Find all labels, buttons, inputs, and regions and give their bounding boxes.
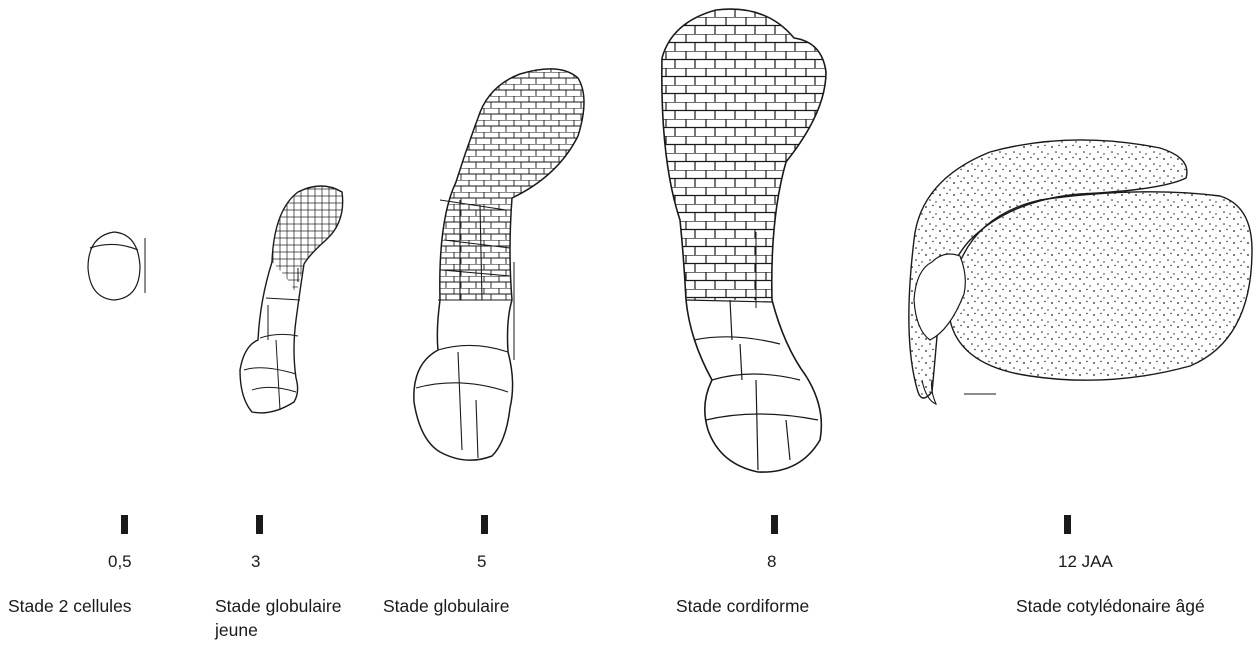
embryo-cordiform xyxy=(650,0,840,472)
embryo-development-diagram xyxy=(0,0,1259,500)
stage-label-4: Stade cordiforme xyxy=(676,594,876,618)
day-label-3: 5 xyxy=(477,552,486,572)
stage-label-3: Stade globulaire xyxy=(383,594,583,618)
stage-label-1: Stade 2 cellules xyxy=(8,594,198,618)
day-label-5: 12 JAA xyxy=(1058,552,1113,572)
day-label-4: 8 xyxy=(767,552,776,572)
stage-label-5: Stade cotylédonaire âgé xyxy=(1016,594,1256,618)
embryo-globular xyxy=(414,60,600,460)
embryo-two-cell xyxy=(88,232,140,300)
embryo-young-globular xyxy=(240,180,360,413)
embryo-cotyledonary xyxy=(909,140,1252,404)
day-label-1: 0,5 xyxy=(108,552,132,572)
stage-marker-5 xyxy=(1064,515,1071,534)
stage-marker-2 xyxy=(256,515,263,534)
stage-marker-4 xyxy=(771,515,778,534)
stage-marker-1 xyxy=(121,515,128,534)
stage-label-2: Stade globulaire jeune xyxy=(215,594,375,642)
stage-marker-3 xyxy=(481,515,488,534)
day-label-2: 3 xyxy=(251,552,260,572)
